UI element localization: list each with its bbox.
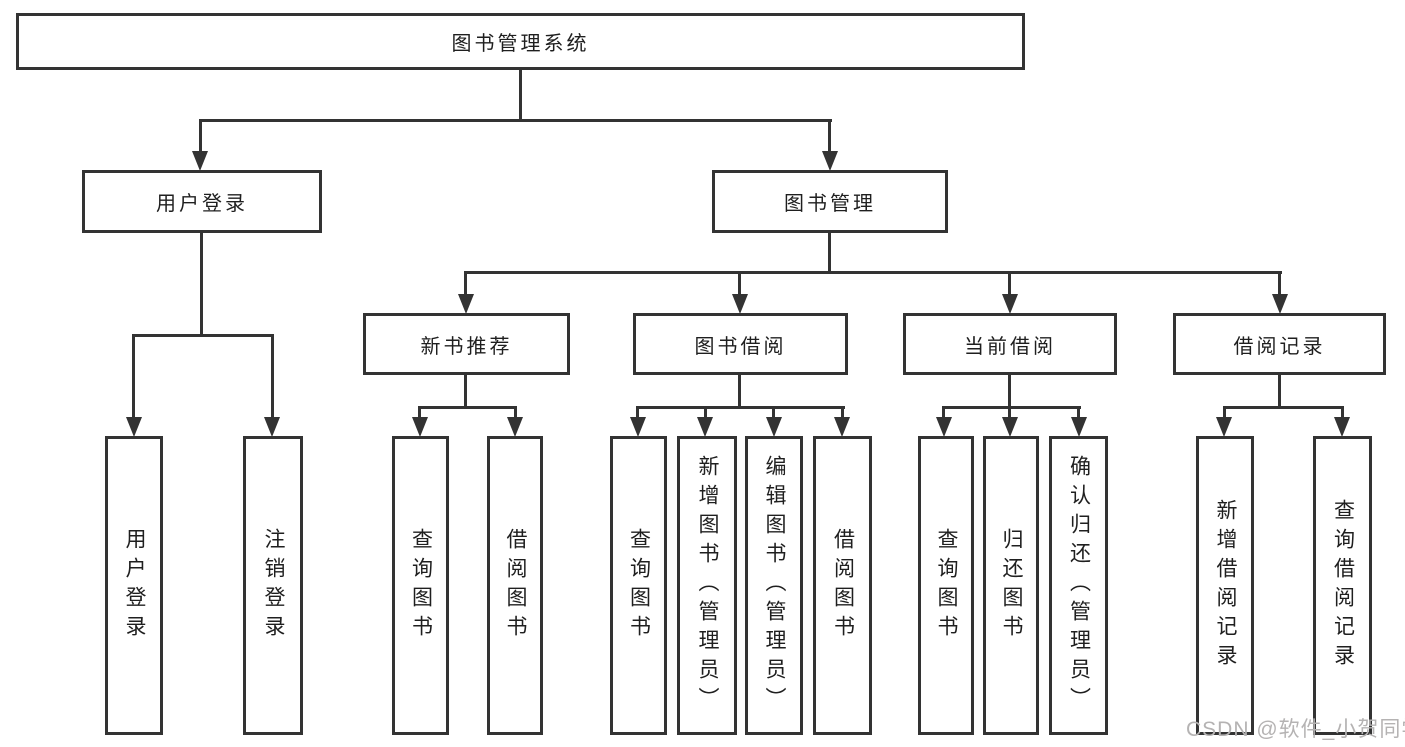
connector-line xyxy=(1278,271,1281,296)
node-book-borrowing: 图书借阅 xyxy=(633,313,848,375)
connector-line xyxy=(704,406,707,419)
connector-line xyxy=(1077,406,1080,419)
connector-line xyxy=(199,119,202,153)
connector-line xyxy=(464,271,467,296)
connector-line xyxy=(132,334,274,337)
connector-line xyxy=(519,69,522,122)
node-book-management: 图书管理 xyxy=(712,170,948,233)
connector-line xyxy=(418,406,421,419)
node-query-borrow-record: 查询借阅记录 xyxy=(1313,436,1372,735)
connector-line xyxy=(464,375,467,409)
arrow-head xyxy=(1071,417,1087,437)
arrow-head xyxy=(458,294,474,314)
connector-line xyxy=(636,406,639,419)
connector-line xyxy=(271,334,274,420)
node-query-books-current: 查询图书 xyxy=(918,436,974,735)
connector-line xyxy=(828,233,831,274)
connector-line xyxy=(132,334,135,420)
node-logout: 注销登录 xyxy=(243,436,303,735)
connector-line xyxy=(199,119,832,122)
node-borrow-books-recommend: 借阅图书 xyxy=(487,436,543,735)
arrow-head xyxy=(1216,417,1232,437)
connector-line xyxy=(1008,406,1011,419)
connector-line xyxy=(418,406,517,409)
arrow-head xyxy=(507,417,523,437)
connector-line xyxy=(841,406,844,419)
arrow-head xyxy=(834,417,850,437)
node-borrow-books: 借阅图书 xyxy=(813,436,872,735)
connector-line xyxy=(772,406,775,419)
node-user-login-leaf: 用户登录 xyxy=(105,436,163,735)
connector-line xyxy=(1341,406,1344,419)
arrow-head xyxy=(264,417,280,437)
connector-line xyxy=(738,271,741,296)
arrow-head xyxy=(630,417,646,437)
arrow-head xyxy=(732,294,748,314)
arrow-head xyxy=(766,417,782,437)
connector-line xyxy=(738,375,741,409)
connector-line xyxy=(464,271,1282,274)
connector-line xyxy=(1008,375,1011,409)
arrow-head xyxy=(1002,417,1018,437)
arrow-head xyxy=(697,417,713,437)
node-user-login: 用户登录 xyxy=(82,170,322,233)
arrow-head xyxy=(1272,294,1288,314)
arrow-head xyxy=(192,151,208,171)
csdn-watermark: CSDN @软件_小贺同学 xyxy=(1186,718,1405,741)
connector-line xyxy=(942,406,945,419)
node-current-borrowing: 当前借阅 xyxy=(903,313,1117,375)
arrow-head xyxy=(822,151,838,171)
connector-line xyxy=(636,406,845,409)
node-add-books-admin: 新增图书（管理员） xyxy=(677,436,737,735)
arrow-head xyxy=(1334,417,1350,437)
node-return-books: 归还图书 xyxy=(983,436,1039,735)
connector-line xyxy=(828,119,831,153)
connector-line xyxy=(942,406,1081,409)
connector-line xyxy=(1223,406,1226,419)
node-new-book-recommendation: 新书推荐 xyxy=(363,313,570,375)
node-library-management-system: 图书管理系统 xyxy=(16,13,1025,70)
arrow-head xyxy=(126,417,142,437)
connector-line xyxy=(514,406,517,419)
node-query-books-borrowing: 查询图书 xyxy=(610,436,667,735)
node-query-books-recommend: 查询图书 xyxy=(392,436,449,735)
connector-line xyxy=(1223,406,1344,409)
node-borrowing-records: 借阅记录 xyxy=(1173,313,1386,375)
node-confirm-return-admin: 确认归还（管理员） xyxy=(1049,436,1108,735)
arrow-head xyxy=(412,417,428,437)
node-edit-books-admin: 编辑图书（管理员） xyxy=(745,436,803,735)
arrow-head xyxy=(1002,294,1018,314)
connector-line xyxy=(200,233,203,337)
arrow-head xyxy=(936,417,952,437)
connector-line xyxy=(1008,271,1011,296)
node-add-borrow-record: 新增借阅记录 xyxy=(1196,436,1254,735)
connector-line xyxy=(1278,375,1281,409)
